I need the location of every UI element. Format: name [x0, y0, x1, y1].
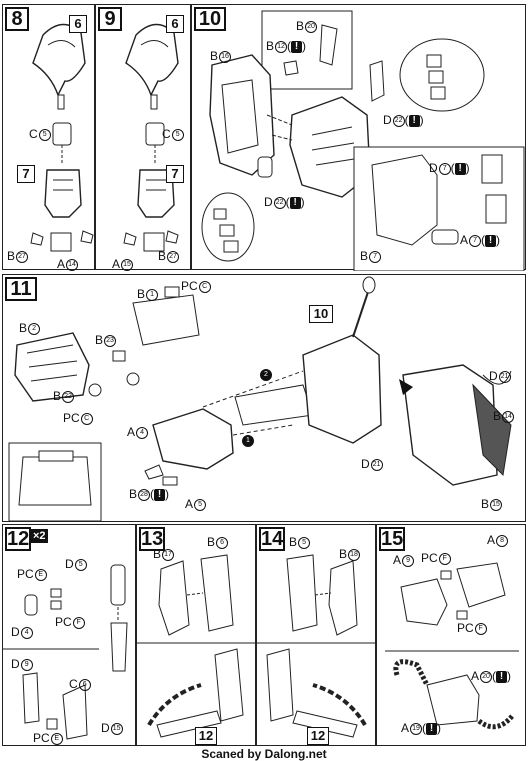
step-14-illustration [257, 554, 377, 738]
part-box-10: 10 [309, 305, 333, 323]
scan-credit: Scaned by Dalong.net [201, 747, 327, 761]
step-12-illustration [3, 564, 128, 740]
assembly-order-2: 2 [259, 367, 272, 381]
part-box-12: 12 [307, 727, 329, 745]
part-box-6: 6 [69, 15, 87, 33]
part-box-7: 7 [166, 165, 184, 183]
step-10-illustration [201, 10, 525, 271]
part-box-6: 6 [166, 15, 184, 33]
step-number: 13 [139, 527, 165, 551]
step-13-illustration [137, 554, 257, 738]
step-number: 8 [5, 7, 29, 31]
quantity-badge: ×2 [31, 529, 48, 543]
step-number: 12 [5, 527, 31, 551]
part-box-7: 7 [17, 165, 35, 183]
step-9-illustration [123, 23, 179, 252]
step-number: 14 [259, 527, 285, 551]
step-number: 15 [379, 527, 405, 551]
step-11-illustration [8, 276, 512, 522]
part-box-12: 12 [195, 727, 217, 745]
step-number: 9 [98, 7, 122, 31]
step-15-illustration [385, 562, 519, 730]
assembly-order-1: 1 [241, 433, 254, 447]
step-8-illustration [30, 23, 94, 252]
step-number: 10 [194, 7, 226, 31]
step-number: 11 [5, 277, 37, 301]
